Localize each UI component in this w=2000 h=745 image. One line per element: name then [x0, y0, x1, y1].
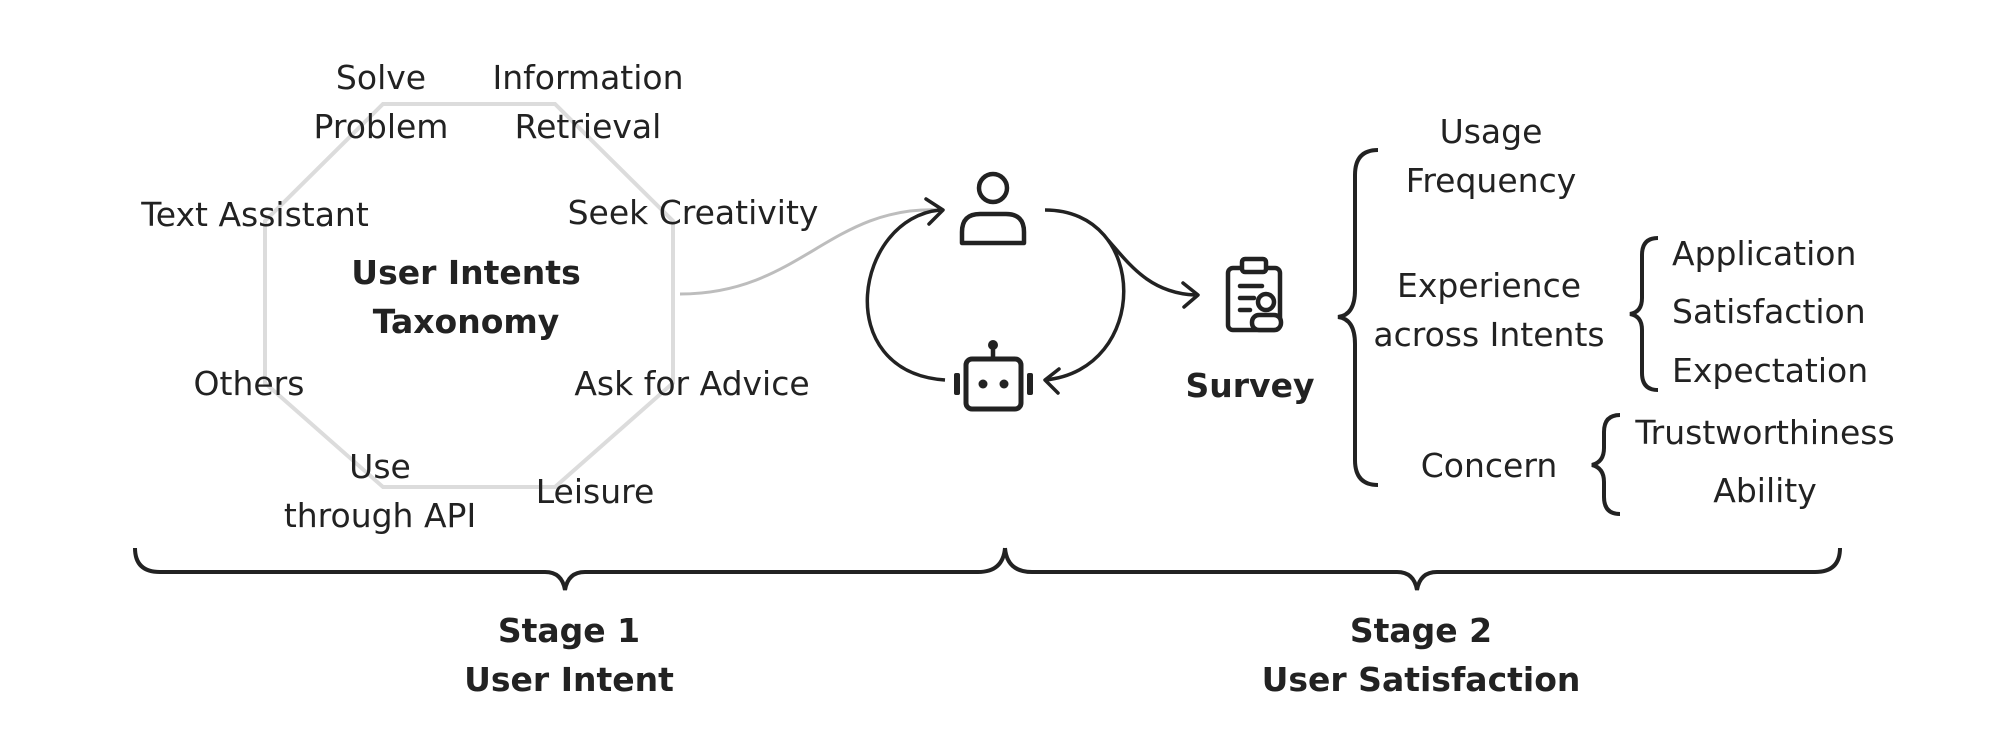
robot-to-user-arrowhead [924, 197, 945, 226]
intent-text-assistant: Text Assistant [141, 195, 369, 234]
experience-item-satisfaction: Satisfaction [1672, 292, 1866, 331]
experience-line1: Experience [1396, 266, 1582, 305]
concern-item-trustworthiness: Trustworthiness [1635, 413, 1895, 452]
intent-others: Others [193, 364, 305, 403]
user-to-robot-arrow [1044, 208, 1126, 382]
robot-to-user-arrow [865, 208, 946, 382]
stage2-brace [1003, 547, 1842, 591]
to-survey-arrowhead [1181, 281, 1200, 309]
concern-brace [1591, 413, 1621, 516]
stage2-caption: Stage 2 User Satisfaction [1262, 606, 1581, 704]
stage2-caption-line2: User Satisfaction [1261, 660, 1581, 699]
taxonomy-title-line2: Taxonomy [372, 302, 560, 341]
stage1-caption-line1: Stage 1 [497, 611, 641, 650]
concern-label: Concern [1420, 446, 1558, 485]
intent-seek-creativity: Seek Creativity [567, 193, 819, 232]
intent-ask-for-advice: Ask for Advice [574, 364, 810, 403]
experience-across-intents: Experience across Intents [1373, 261, 1604, 359]
stage1-caption-line2: User Intent [464, 660, 674, 699]
intent-use-through-api-line1: Use [349, 447, 411, 486]
intent-leisure: Leisure [535, 472, 655, 511]
usage-frequency-line1: Usage [1439, 112, 1543, 151]
robot-icon [954, 340, 1033, 412]
experience-brace [1629, 236, 1659, 392]
user-to-robot-arrowhead [1043, 367, 1061, 395]
experience-line2: across Intents [1373, 315, 1605, 354]
experience-item-application: Application [1672, 234, 1857, 273]
concern-item-ability: Ability [1713, 471, 1817, 510]
stage2-caption-line1: Stage 2 [1349, 611, 1493, 650]
intent-information-retrieval-line2: Retrieval [514, 107, 662, 146]
stage1-brace [133, 547, 1007, 591]
usage-frequency-line2: Frequency [1405, 161, 1577, 200]
intent-solve-problem: Solve Problem [314, 53, 449, 151]
taxonomy-to-user-connector [679, 208, 941, 296]
survey-label: Survey [1185, 366, 1315, 405]
clipboard-user-icon [1225, 256, 1284, 333]
intent-use-through-api-line2: through API [283, 496, 477, 535]
stage2-main-brace [1337, 148, 1379, 487]
intent-information-retrieval: Information Retrieval [492, 53, 683, 151]
intent-solve-problem-line2: Problem [313, 107, 449, 146]
taxonomy-title-line1: User Intents [351, 253, 581, 292]
taxonomy-octagon [263, 102, 675, 489]
user-icon [959, 171, 1027, 246]
intent-solve-problem-line1: Solve [335, 58, 427, 97]
stage1-caption: Stage 1 User Intent [464, 606, 674, 704]
intent-use-through-api: Use through API [284, 442, 476, 540]
experience-item-expectation: Expectation [1672, 351, 1869, 390]
taxonomy-title: User Intents Taxonomy [351, 248, 580, 346]
intent-information-retrieval-line1: Information [492, 58, 684, 97]
to-survey-arrow [1106, 238, 1196, 297]
usage-frequency: Usage Frequency [1406, 107, 1576, 205]
